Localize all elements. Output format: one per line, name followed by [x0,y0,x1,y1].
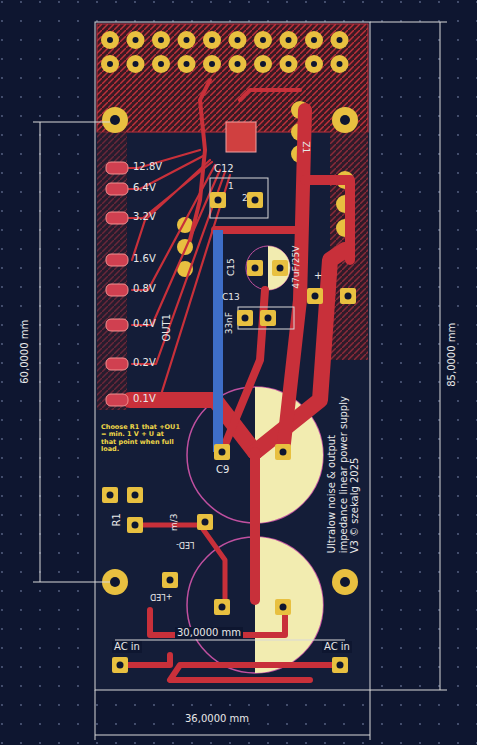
pcb-label: C13 [222,292,240,302]
pcb-label: 0.4V [133,318,156,330]
pcb-label: 12.8V [133,161,162,173]
pcb-label: AC in [112,641,142,653]
pcb-label: Ultralow noise & output impedance linear… [326,383,361,553]
pcb-label: 85,0000 mm [446,323,458,387]
pcb-label: 47uF/25V [291,246,301,289]
pcb-label: 60,0000 mm [19,320,31,384]
pcb-label: 3.2V [133,211,156,223]
pcb-label: C12 [214,163,234,175]
pcb-label: Z1 [301,141,311,153]
pcb-label: C15 [226,258,236,276]
pcb-label: 30,0000 mm [175,627,243,639]
pcb-label: 0.8V [133,283,156,295]
pcb-label: LED- [176,540,195,549]
pcb-label: 2 [242,193,248,203]
pcb-label: + [314,270,322,282]
pcb-label: m/3 [169,513,179,531]
pcb-label: 1.6V [133,253,156,265]
pcb-label: 1 [228,181,234,191]
pcb-label: 36,0000 mm [185,713,249,725]
pcb-label: Choose R1 that +OU1 = min. 1 V + U at th… [101,424,181,454]
pcb-label: AC in [322,641,352,653]
pcb-label: 6.4V [133,182,156,194]
pcb-label: OUT1 [161,314,173,342]
pcb-label: 33nF [224,312,234,334]
pcb-label: R1 [111,513,123,526]
pcb-label: C9 [216,464,229,476]
pcb-label: +LED [150,592,172,601]
pcb-label: 0.2V [133,357,156,369]
pcb-label: 0.1V [133,393,156,405]
